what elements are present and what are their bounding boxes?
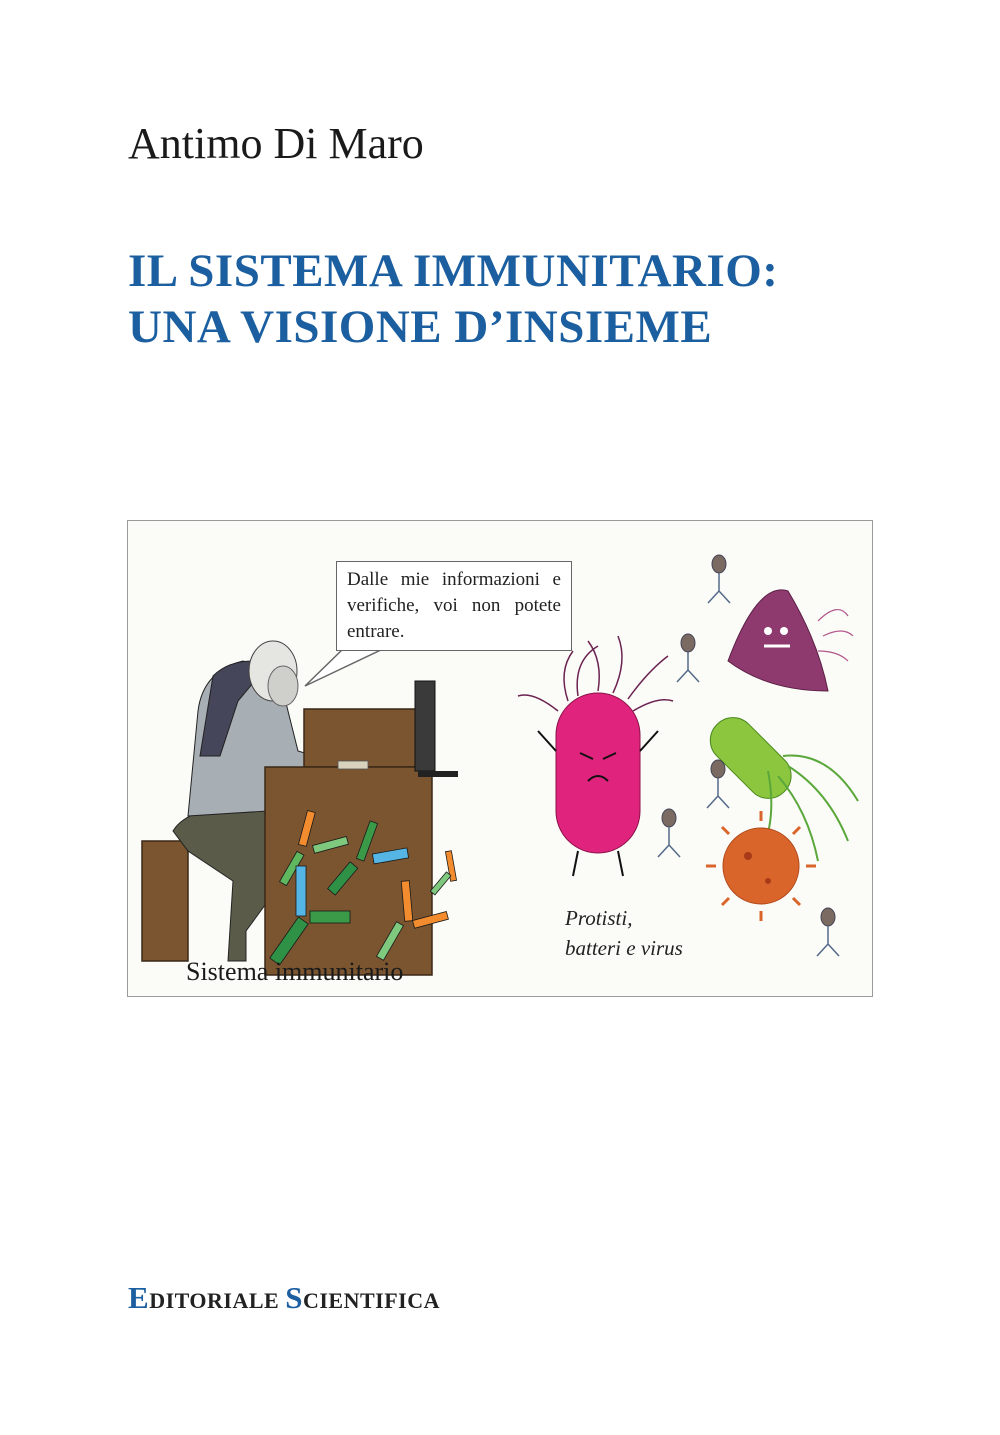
cover-illustration: Dalle mie informazioni e verifiche, voi … <box>127 520 873 997</box>
publisher-logo: EDITORIALE SCIENTIFICA <box>128 1280 440 1316</box>
title-line-1: IL SISTEMA IMMUNITARIO: <box>128 245 779 297</box>
caption-pathogens-line-2: batteri e virus <box>565 936 683 960</box>
author-name: Antimo Di Maro <box>128 119 424 168</box>
publisher-word-2: CIENTIFICA <box>302 1288 440 1313</box>
caption-pathogens-line-1: Protisti, <box>565 906 633 930</box>
caption-immune-system: Sistema immunitario <box>186 957 404 986</box>
caption-pathogens: Protisti, batteri e virus <box>565 903 683 963</box>
publisher-word-1: DITORIALE <box>149 1288 280 1313</box>
publisher-initial-e: E <box>128 1280 150 1315</box>
title-line-2: UNA VISIONE D’INSIEME <box>128 301 713 353</box>
speech-bubble: Dalle mie informazioni e verifiche, voi … <box>336 561 572 651</box>
book-title: IL SISTEMA IMMUNITARIO: UNA VISIONE D’IN… <box>128 243 778 355</box>
illustration-drawing <box>141 554 859 976</box>
publisher-initial-s: S <box>285 1280 303 1315</box>
